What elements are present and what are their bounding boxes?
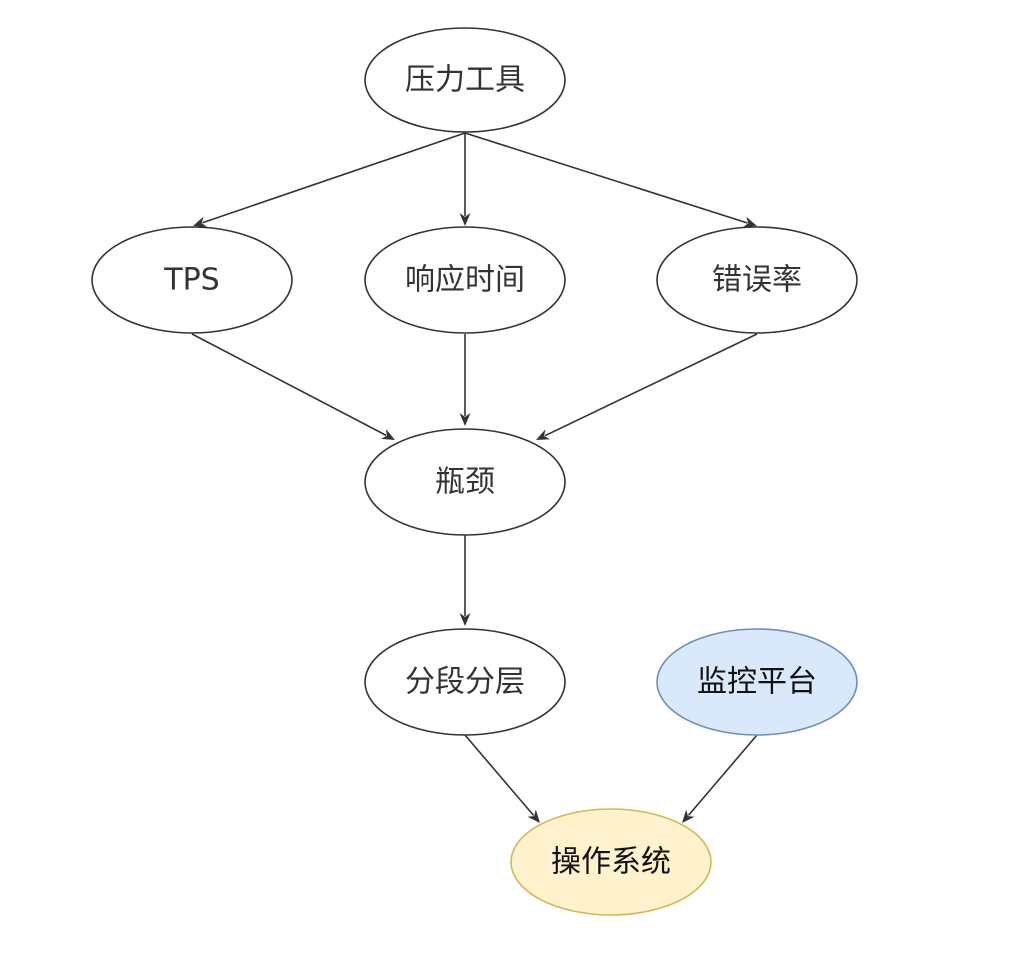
arrow-head — [459, 613, 471, 626]
edge-bottleneck-to-segment-layer — [459, 535, 471, 626]
arrow-head — [193, 216, 208, 227]
edge-monitor-platform-to-operating-system — [682, 734, 758, 823]
edge-line — [464, 734, 535, 816]
edge-error-rate-to-bottleneck — [536, 333, 758, 440]
edge-pressure-tool-to-error-rate — [464, 132, 757, 228]
node-error-rate: 错误率 — [656, 226, 858, 334]
node-label: TPS — [163, 263, 219, 298]
node-response-time: 响应时间 — [364, 226, 566, 334]
edge-line — [687, 734, 758, 816]
node-label: 监控平台 — [697, 665, 817, 700]
arrow-head — [380, 429, 395, 440]
arrow-head — [527, 809, 540, 823]
node-shape — [656, 226, 858, 334]
arrow-head — [682, 809, 695, 823]
node-shape — [510, 808, 712, 916]
arrow-head — [459, 213, 471, 226]
edges-layer — [191, 132, 758, 823]
node-monitor-platform: 监控平台 — [656, 628, 858, 736]
edge-line — [464, 132, 748, 224]
node-label: 操作系统 — [551, 845, 671, 880]
arrow-head — [459, 413, 471, 426]
edge-pressure-tool-to-response-time — [459, 133, 471, 226]
node-shape — [364, 226, 566, 334]
node-label: 分段分层 — [405, 665, 525, 700]
edge-pressure-tool-to-tps — [193, 132, 466, 227]
edge-segment-layer-to-operating-system — [464, 734, 540, 823]
node-label: 瓶颈 — [435, 465, 495, 500]
edge-response-time-to-bottleneck — [459, 334, 471, 426]
edge-line — [191, 333, 387, 437]
node-tps: TPS — [91, 226, 293, 334]
node-shape — [364, 628, 566, 736]
node-operating-system: 操作系统 — [510, 808, 712, 916]
edge-tps-to-bottleneck — [191, 333, 395, 440]
node-label: 错误率 — [712, 263, 802, 298]
node-shape — [364, 428, 566, 536]
node-label: 响应时间 — [405, 263, 525, 298]
arrow-head — [742, 216, 757, 228]
edge-line — [202, 132, 466, 224]
arrow-head — [536, 429, 551, 440]
node-pressure-tool: 压力工具 — [364, 27, 566, 133]
node-shape — [364, 27, 566, 133]
node-label: 压力工具 — [405, 63, 525, 98]
edge-line — [544, 333, 758, 437]
node-segment-layer: 分段分层 — [364, 628, 566, 736]
node-shape — [656, 628, 858, 736]
node-bottleneck: 瓶颈 — [364, 428, 566, 536]
node-shape — [91, 226, 293, 334]
